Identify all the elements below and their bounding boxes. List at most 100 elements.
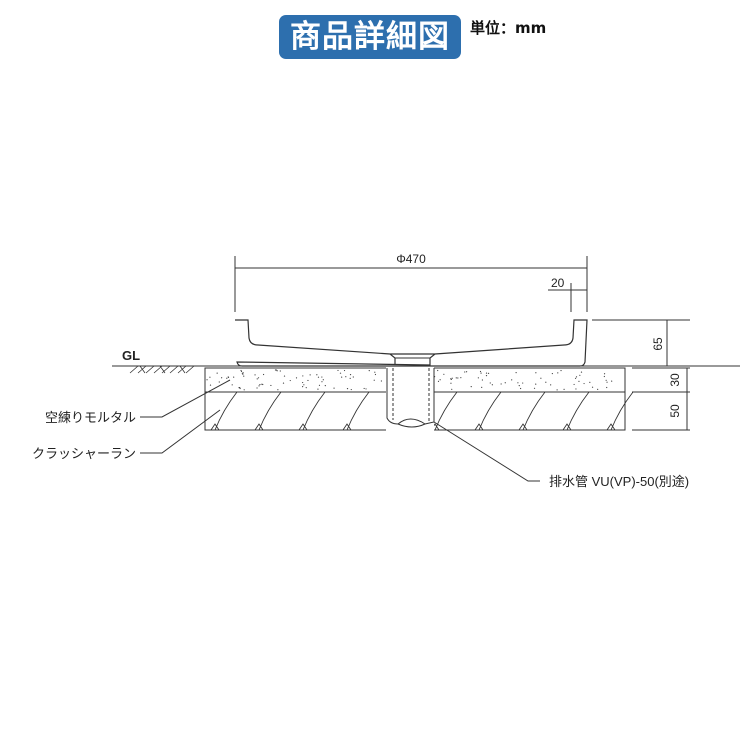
mortar-dot: [455, 377, 457, 379]
mortar-dot: [504, 382, 506, 384]
mortar-dot: [270, 384, 272, 387]
mortar-dot: [591, 386, 594, 388]
mortar-dot: [302, 386, 304, 388]
mortar-dot: [460, 377, 462, 379]
height-label: 65: [651, 337, 665, 351]
mortar-dot: [380, 380, 383, 382]
mortar-dot: [437, 369, 439, 372]
mortar-dot: [485, 372, 488, 374]
mortar-dot: [451, 377, 453, 379]
mortar-dot: [583, 382, 585, 385]
mortar-dot: [243, 389, 245, 391]
mortar-dot: [274, 369, 277, 371]
hatch-line: [474, 391, 502, 431]
mortar-dot: [533, 387, 536, 389]
mortar-dot: [317, 388, 319, 390]
mortar-dot: [606, 381, 608, 383]
mortar-dot: [597, 388, 599, 390]
mortar-dot: [578, 380, 580, 382]
mortar-dot: [470, 385, 472, 388]
mortar-dot: [261, 383, 263, 385]
mortar-dot: [439, 379, 441, 381]
mortar-dot: [605, 379, 607, 381]
mortar-dot: [606, 386, 608, 389]
mortar-dot: [518, 385, 520, 387]
mortar-dot: [349, 374, 352, 376]
mortar-dot: [511, 379, 513, 381]
hatch-line: [606, 391, 634, 431]
hatch-line: [562, 391, 590, 431]
mortar-dot: [259, 383, 261, 386]
mortar-dot: [227, 376, 229, 378]
mortar-dot: [480, 372, 482, 374]
mortar-dot: [339, 372, 342, 374]
gl-label: GL: [122, 348, 140, 363]
mortar-dot: [318, 384, 321, 386]
title-badge: 商品詳細図: [279, 15, 461, 59]
mortar-dot: [279, 370, 281, 372]
mortar-dot: [363, 387, 365, 390]
diameter-dimension: [234, 256, 588, 312]
rim-width-label: 20: [551, 276, 565, 290]
mortar-dot: [258, 385, 260, 387]
mortar-dot: [517, 382, 519, 384]
mortar-dot: [477, 377, 479, 379]
mortar-dot: [563, 388, 565, 390]
mortar-dot: [352, 376, 354, 378]
unit-label: 単位：mm: [470, 19, 547, 37]
hatch-line: [254, 391, 282, 431]
mortar-dot: [218, 381, 220, 383]
pipe-leader: [433, 421, 540, 482]
height-dimensions: [592, 319, 690, 431]
rim-dimension: [548, 283, 587, 312]
mortar-dot: [337, 369, 339, 372]
mortar-dot: [346, 388, 349, 390]
mortar-dot: [206, 379, 208, 381]
mortar-dot: [283, 375, 286, 377]
hatch-line: [210, 391, 238, 431]
mortar-dot: [239, 387, 241, 390]
drain-pipe: [386, 368, 435, 428]
mortar-dot: [489, 382, 491, 384]
mortar-dot: [560, 369, 562, 372]
mortar-dot: [307, 379, 309, 382]
mortar-leader: [140, 379, 231, 418]
crusher-leader: [140, 409, 221, 454]
mortar-dot: [373, 379, 375, 381]
mortar-dot: [302, 375, 304, 377]
hatch-line: [342, 391, 370, 431]
mortar-dot: [520, 387, 522, 390]
mortar-dot: [437, 380, 440, 382]
mortar-dot: [321, 376, 323, 378]
mortar-dot: [487, 372, 490, 374]
mortar-dot: [240, 369, 242, 372]
mortar-dot: [443, 373, 445, 375]
mortar-dot: [256, 387, 258, 389]
soil-hatch: [129, 365, 195, 374]
mortar-dot: [317, 376, 320, 378]
mortar-dot: [556, 389, 558, 391]
mortar-dot: [575, 388, 577, 390]
mortar-dot: [603, 373, 606, 375]
mortar-dot: [349, 377, 351, 379]
mortar-dot: [277, 389, 279, 391]
mortar-dot: [535, 383, 537, 385]
mortar-dot: [589, 381, 591, 383]
mortar-dot: [451, 388, 453, 390]
mortar-dot: [242, 372, 244, 374]
mortar-dot: [309, 374, 311, 376]
mortar-dot: [324, 385, 326, 387]
mortar-dot: [233, 376, 235, 378]
mortar-dot: [450, 378, 452, 380]
mortar-dot: [575, 376, 578, 378]
hatch-line: [518, 391, 546, 431]
mortar-dot: [209, 376, 211, 378]
mortar-dot: [321, 381, 323, 383]
mortar-dot: [579, 374, 581, 376]
mortar-dot: [603, 375, 605, 378]
mortar-dot: [481, 379, 483, 381]
mortar-dot: [240, 370, 243, 372]
mortar-dot: [226, 377, 228, 379]
